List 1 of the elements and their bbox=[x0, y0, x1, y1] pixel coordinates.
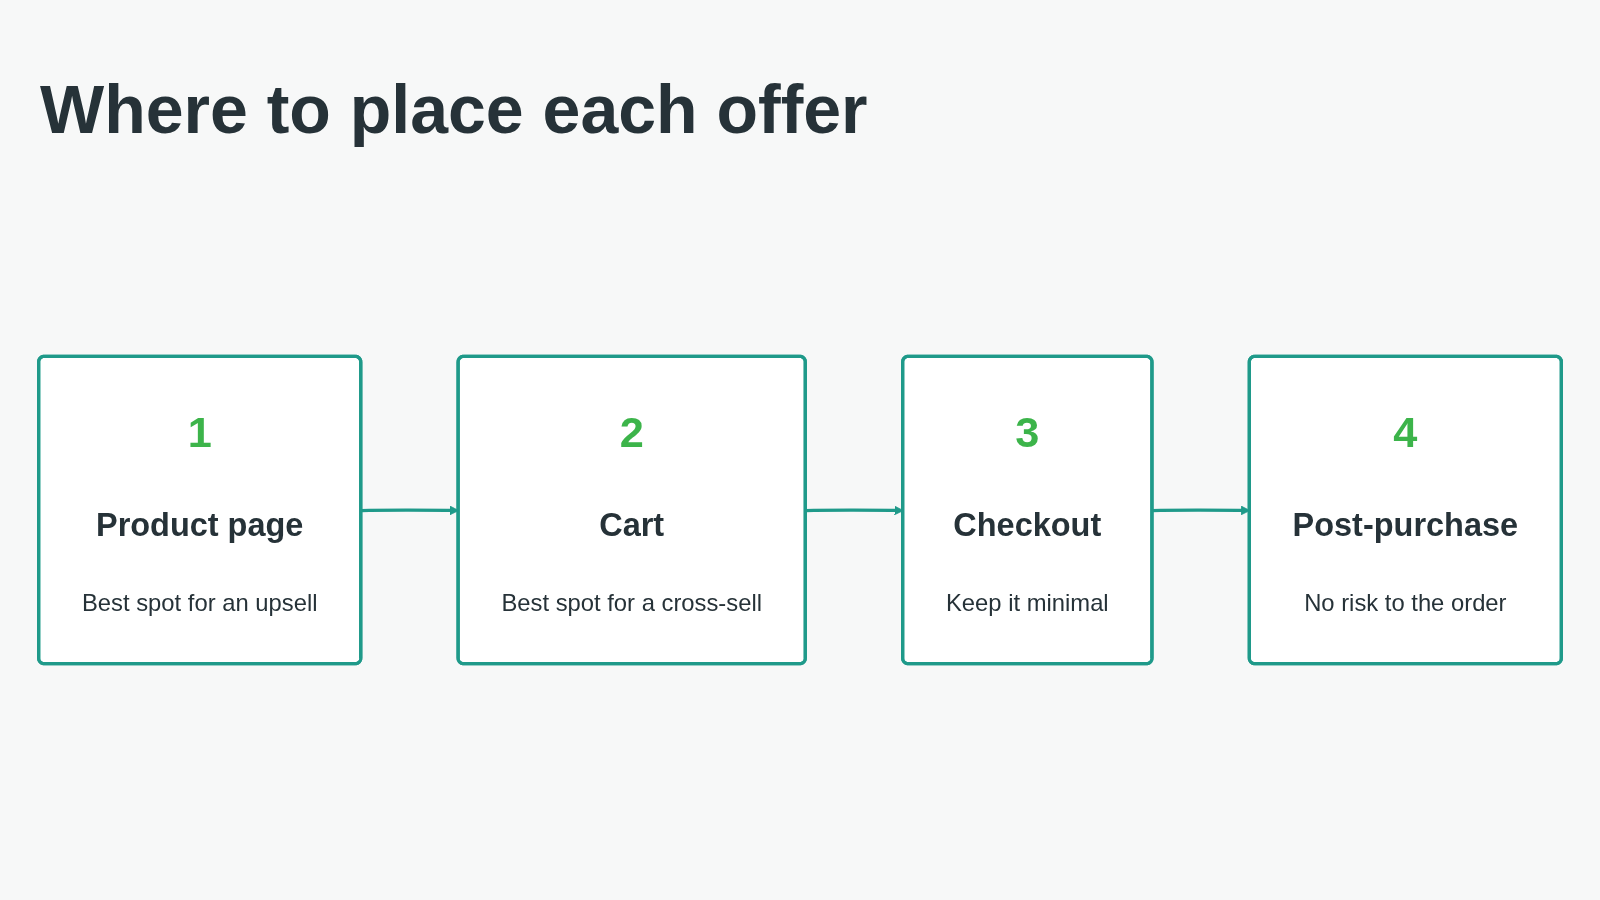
title: Where to place each offer bbox=[40, 70, 868, 148]
